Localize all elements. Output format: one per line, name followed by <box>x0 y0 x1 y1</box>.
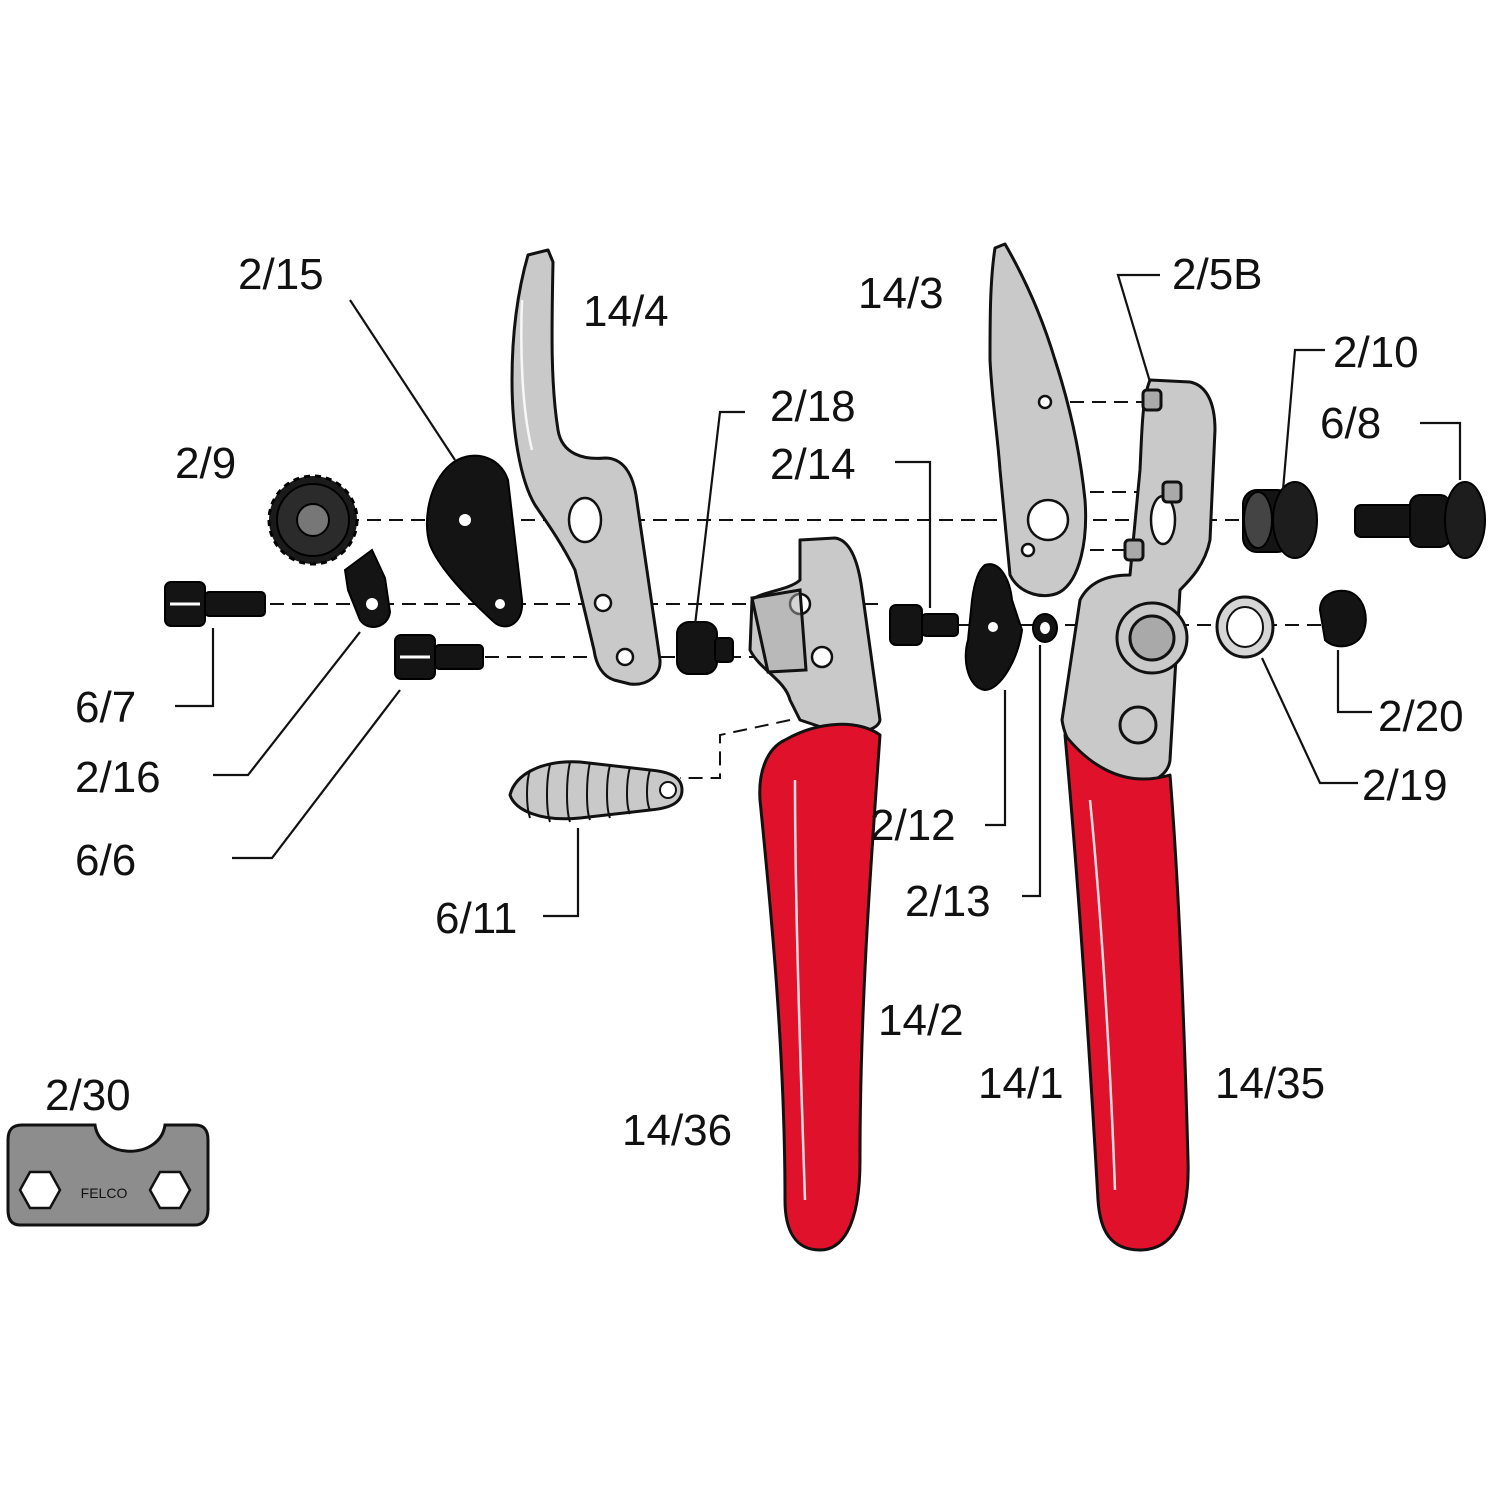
leader-6-7 <box>175 628 215 708</box>
label-2-14: 2/14 <box>770 440 856 489</box>
leader-2-18 <box>693 410 745 626</box>
spring-axis <box>680 719 791 779</box>
gear-nut-2-9 <box>267 474 359 566</box>
label-14-35: 14/35 <box>1215 1059 1325 1108</box>
leader-6-11 <box>543 828 580 918</box>
leader-2-5b <box>1116 273 1160 383</box>
leader-2-14 <box>895 460 932 608</box>
label-2-30: 2/30 <box>45 1071 131 1120</box>
bolt-6-6 <box>394 634 484 680</box>
washer-2-13 <box>1032 613 1058 643</box>
label-2-12: 2/12 <box>870 801 956 850</box>
part-labels: 2/15 14/4 14/3 2/5B 2/10 6/8 2/18 2/14 2… <box>45 250 1464 1155</box>
leader-6-8 <box>1420 421 1462 480</box>
label-2-19: 2/19 <box>1362 761 1448 810</box>
leader-2-10 <box>1281 348 1325 491</box>
spring-6-11 <box>508 760 684 823</box>
ring-2-19 <box>1215 595 1275 659</box>
label-6-8: 6/8 <box>1320 399 1381 448</box>
leader-6-6 <box>232 689 401 860</box>
nut-2-18 <box>676 621 734 675</box>
label-14-3: 14/3 <box>858 269 944 318</box>
leader-2-15 <box>349 299 456 461</box>
hex-wrench-icon <box>148 1170 192 1210</box>
leader-lines <box>175 273 1462 918</box>
label-6-11: 6/11 <box>435 894 517 943</box>
anvil-blade-14-4 <box>510 248 662 686</box>
cutting-blade-14-3 <box>988 242 1088 598</box>
upper-handle-14-1 <box>1060 378 1217 1252</box>
label-2-15: 2/15 <box>238 250 324 299</box>
anvil-plate-2-15 <box>426 454 524 628</box>
wrench-2-30: FELCO <box>6 1123 210 1227</box>
leader-2-19 <box>1261 657 1358 785</box>
screw-2-14 <box>889 604 959 646</box>
label-6-7: 6/7 <box>75 683 136 732</box>
label-2-9: 2/9 <box>175 439 236 488</box>
bolt-6-8 <box>1354 481 1486 559</box>
label-14-36: 14/36 <box>622 1106 732 1155</box>
label-2-20: 2/20 <box>1378 692 1464 741</box>
label-14-1: 14/1 <box>978 1059 1064 1108</box>
leader-2-16 <box>213 631 361 777</box>
label-14-4: 14/4 <box>583 287 669 336</box>
bushing-2-10 <box>1242 481 1318 559</box>
label-2-18: 2/18 <box>770 382 856 431</box>
cap-2-20 <box>1318 590 1367 648</box>
leader-2-20 <box>1336 650 1372 714</box>
leader-2-13 <box>1022 645 1042 898</box>
wrench-brand: FELCO <box>81 1185 128 1201</box>
leader-2-12 <box>985 690 1007 827</box>
label-6-6: 6/6 <box>75 836 136 885</box>
label-2-5b: 2/5B <box>1172 250 1263 299</box>
bolt-6-7 <box>164 581 266 627</box>
label-2-16: 2/16 <box>75 753 161 802</box>
lower-handle-14-2 <box>748 536 882 1252</box>
label-14-2: 14/2 <box>878 996 964 1045</box>
hex-wrench-icon <box>18 1170 62 1210</box>
spring-catch-2-12 <box>964 563 1024 692</box>
label-2-13: 2/13 <box>905 877 991 926</box>
locking-lever-2-16 <box>343 548 392 628</box>
label-2-10: 2/10 <box>1333 328 1419 377</box>
